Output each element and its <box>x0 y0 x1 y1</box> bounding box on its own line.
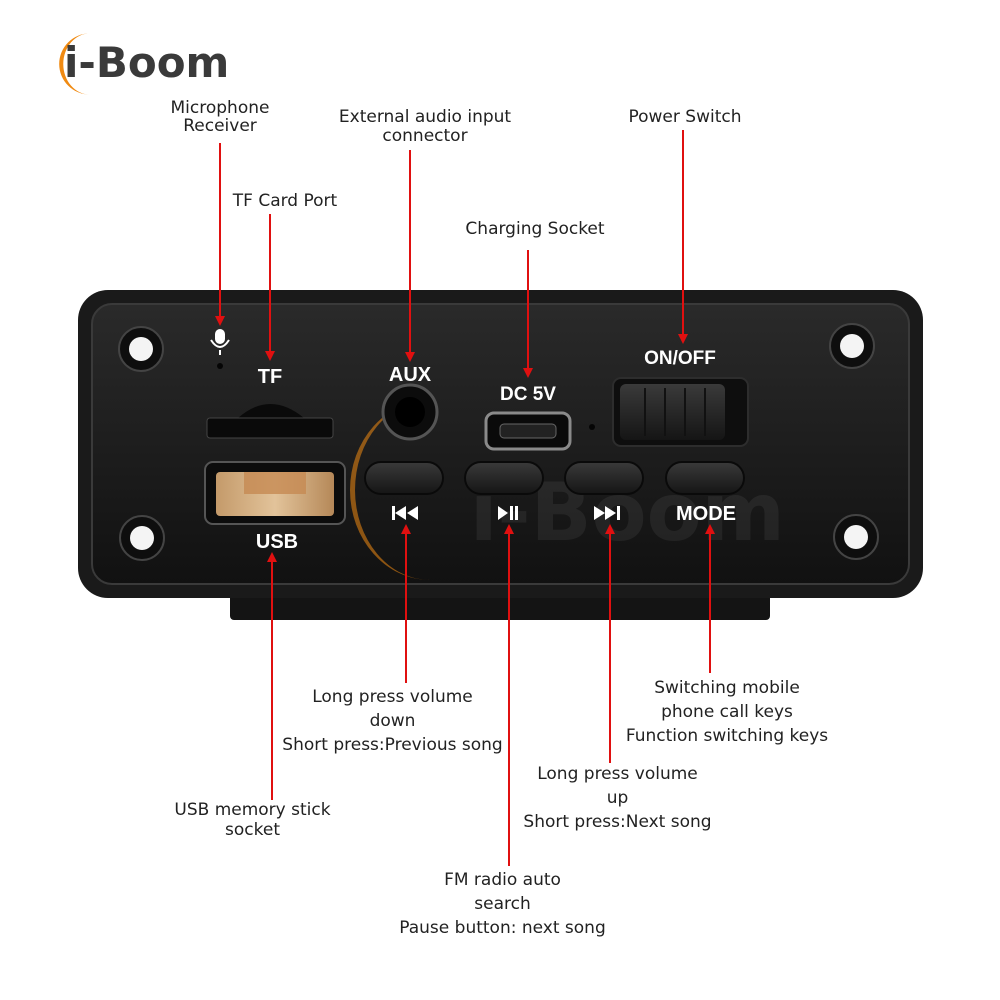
tf-card-slot <box>206 404 334 439</box>
usb-port <box>204 461 346 525</box>
arrow-play <box>504 524 514 534</box>
previous-icon <box>392 506 418 520</box>
callout-mode: Switching mobile phone call keys Functio… <box>625 678 829 746</box>
callout-power: Power Switch <box>628 107 742 127</box>
dc-label: DC 5V <box>500 384 556 405</box>
callout-prev: Long press volume down Short press:Previ… <box>282 687 503 755</box>
callout-play: FM radio auto search Pause button: next … <box>399 870 606 938</box>
callout-next: Long press volume up Short press:Next so… <box>523 764 712 832</box>
callout-aux: External audio input connector <box>338 107 512 146</box>
brand-name: i-Boom <box>64 38 230 87</box>
power-switch <box>612 377 749 447</box>
callout-charging: Charging Socket <box>465 219 605 239</box>
callout-usb: USB memory stick socket <box>174 800 331 840</box>
mode-label: MODE <box>676 503 736 525</box>
arrow-tf <box>265 351 275 361</box>
arrow-aux <box>405 352 415 362</box>
arrow-power <box>678 334 688 344</box>
usb-label: USB <box>256 531 298 553</box>
arrow-next <box>605 524 615 534</box>
leader-lines <box>215 130 715 866</box>
arrow-microphone <box>215 316 225 326</box>
microphone-icon <box>210 329 230 369</box>
arrow-prev <box>401 524 411 534</box>
next-icon <box>594 506 620 520</box>
arrow-usb <box>267 552 277 562</box>
aux-jack <box>381 383 439 441</box>
callout-tf-port: TF Card Port <box>232 191 338 211</box>
onoff-label: ON/OFF <box>644 348 716 369</box>
mounting-holes <box>118 323 879 561</box>
aux-label: AUX <box>389 364 432 386</box>
charging-socket <box>484 411 595 451</box>
control-buttons <box>364 461 745 495</box>
arrow-mode <box>705 524 715 534</box>
tf-label: TF <box>258 366 282 388</box>
arrow-charging <box>523 368 533 378</box>
play-pause-icon <box>498 506 518 520</box>
callout-microphone: Microphone Receiver <box>170 98 270 136</box>
